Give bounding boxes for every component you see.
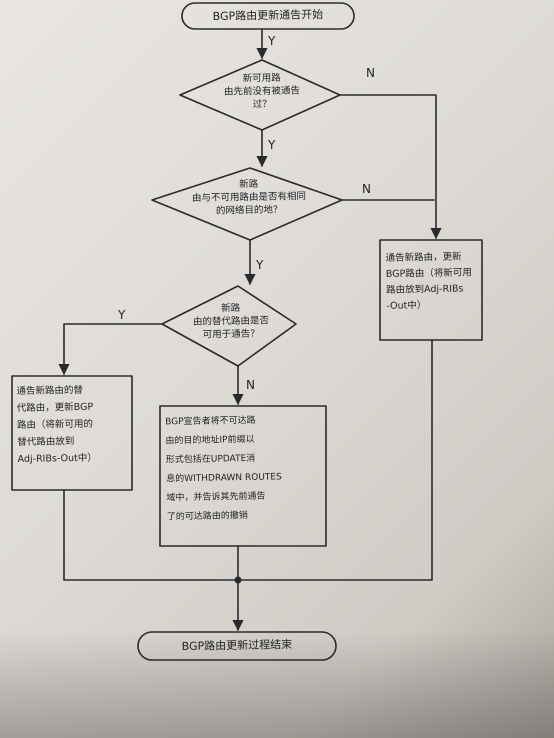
arrow-d3-yes [58,323,163,376]
decision-3-label: 新路 由的替代路由是否 可用于通告？ [192,302,270,341]
process-withdraw-box [159,405,327,547]
merge-junction-dot [234,576,242,584]
start-terminator [181,2,355,30]
edge-label-d2-no: N [362,182,371,196]
edge-label-d3-yes: Y [118,308,126,322]
process-advertise-alt-label: 通告新路由的替 代路由，更新BGP 路由（将新可用的 替代路由放到 Adj-RI… [16,384,97,465]
end-terminator [137,631,337,661]
start-label: BGP路由更新通告开始 [212,8,324,23]
edge-label-start-y: Y [268,34,276,48]
edge-label-d3-no: N [246,378,255,392]
line-left-to-merge [63,489,239,581]
process-withdraw-label: BGP宣告者将不可达路 由的目的地址IP前缀以 形式包括在UPDATE消 息的W… [165,415,282,523]
arrow-d1-no [339,94,442,240]
paper-shadow [0,630,554,738]
line-right-to-merge [237,339,433,581]
process-advertise-new-box [379,239,483,341]
edge-label-d1-yes: Y [268,138,276,152]
edge-label-d2-yes: Y [256,258,264,272]
edge-label-d1-no: N [366,66,375,80]
decision-2-label: 新路 由与不可用路由是否有相同 的网络目的地？ [191,178,307,217]
process-advertise-alt-box [11,375,133,491]
process-advertise-new-label: 通告新路由，更新 BGP路由（将新可用 路由放到Adj-RIBs -Out中） [385,251,472,312]
decision-1-label: 新可用路 由先前没有被通告 过？ [223,72,301,111]
